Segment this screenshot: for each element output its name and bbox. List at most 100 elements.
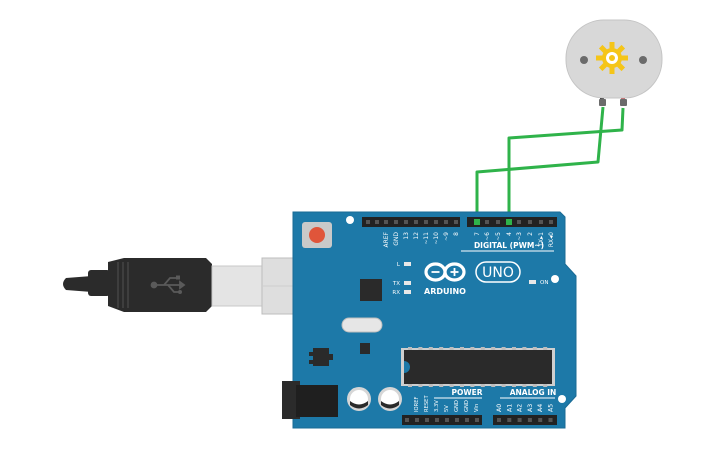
reset-button[interactable] bbox=[309, 227, 325, 243]
digital-pin-label: 2 bbox=[527, 232, 534, 236]
digital-pin-hole[interactable] bbox=[549, 220, 553, 224]
chip-pin bbox=[532, 347, 537, 350]
analog-pin-hole[interactable] bbox=[497, 418, 501, 422]
digital-pin-hole[interactable] bbox=[414, 220, 418, 224]
digital-pin-hole[interactable] bbox=[528, 220, 532, 224]
power-pin-hole[interactable] bbox=[415, 418, 419, 422]
wire-endpoint-pin-7[interactable] bbox=[474, 219, 480, 225]
dc-power-jack[interactable] bbox=[282, 381, 338, 419]
power-pin-hole[interactable] bbox=[445, 418, 449, 422]
chip-pin bbox=[418, 384, 423, 387]
digital-pin-label: 8 bbox=[453, 232, 460, 236]
chip-pin bbox=[491, 347, 496, 350]
analog-pin-label: A3 bbox=[527, 404, 534, 412]
mounting-hole bbox=[551, 275, 559, 283]
chip-pin bbox=[449, 384, 454, 387]
power-pin-label: RESET bbox=[424, 395, 430, 412]
digital-pin-label: ~6 bbox=[484, 232, 491, 241]
board-brand: ARDUINO bbox=[424, 287, 466, 296]
digital-pin-label: 13 bbox=[403, 232, 410, 240]
chip-pin bbox=[491, 384, 496, 387]
digital-pin-label: AREF bbox=[383, 231, 390, 247]
power-pin-label: GND bbox=[454, 400, 460, 412]
power-pin-hole[interactable] bbox=[425, 418, 429, 422]
chip-pin bbox=[428, 384, 433, 387]
chip-pin bbox=[522, 384, 527, 387]
chip-pin bbox=[408, 347, 412, 350]
led-tx bbox=[404, 281, 411, 285]
digital-pin-hole[interactable] bbox=[424, 220, 428, 224]
digital-pin-hole[interactable] bbox=[485, 220, 489, 224]
wire-motor-to-pin-7[interactable] bbox=[475, 106, 605, 222]
capacitor bbox=[347, 387, 371, 411]
chip-pin bbox=[439, 347, 444, 350]
chip-pin bbox=[532, 384, 537, 387]
digital-pin-label: 12 bbox=[413, 232, 420, 240]
power-header bbox=[402, 415, 482, 425]
digital-pin-hole[interactable] bbox=[434, 220, 438, 224]
digital-pin-label: ~11 bbox=[423, 232, 430, 245]
digital-pin-hole[interactable] bbox=[384, 220, 388, 224]
digital-header bbox=[362, 217, 557, 227]
chip-pin bbox=[460, 384, 464, 387]
power-pin-hole[interactable] bbox=[435, 418, 439, 422]
digital-pin-hole[interactable] bbox=[496, 220, 500, 224]
small-component bbox=[360, 343, 370, 354]
voltage-regulator bbox=[309, 348, 333, 366]
chip-pin bbox=[428, 347, 433, 350]
chip-pin bbox=[408, 384, 412, 387]
uno-badge bbox=[475, 261, 521, 283]
dc-motor[interactable] bbox=[565, 19, 663, 106]
led-l-label: L bbox=[397, 262, 401, 268]
digital-pin-hole[interactable] bbox=[454, 220, 458, 224]
power-pin-hole[interactable] bbox=[405, 418, 409, 422]
analog-pin-label: A1 bbox=[506, 404, 513, 412]
digital-pin-hole[interactable] bbox=[366, 220, 370, 224]
led-l bbox=[404, 262, 411, 266]
power-pin-hole[interactable] bbox=[455, 418, 459, 422]
mounting-hole bbox=[346, 216, 354, 224]
led-on bbox=[529, 280, 536, 284]
chip-pin bbox=[470, 384, 475, 387]
analog-pin-hole[interactable] bbox=[517, 418, 522, 422]
digital-pin-hole[interactable] bbox=[539, 220, 543, 224]
chip-pin bbox=[449, 347, 454, 350]
chip-pin bbox=[543, 347, 548, 350]
led-rx bbox=[404, 290, 411, 294]
motor-terminal-red[interactable] bbox=[620, 99, 627, 106]
analog-pin-hole[interactable] bbox=[548, 418, 553, 422]
analog-pin-hole[interactable] bbox=[507, 418, 512, 422]
power-pin-hole[interactable] bbox=[475, 418, 479, 422]
chip-pin bbox=[512, 384, 516, 387]
digital-pin-hole[interactable] bbox=[444, 220, 448, 224]
digital-pin-hole[interactable] bbox=[517, 220, 521, 224]
usb-cable[interactable] bbox=[63, 257, 311, 315]
analog-pin-hole[interactable] bbox=[538, 418, 543, 422]
digital-pin-label: ~9 bbox=[443, 232, 450, 241]
chip-pin bbox=[439, 384, 444, 387]
motor-screw-left bbox=[580, 56, 588, 64]
digital-pin-hole[interactable] bbox=[375, 220, 379, 224]
power-pin-hole[interactable] bbox=[465, 418, 469, 422]
wire-motor-to-pin-4[interactable] bbox=[507, 107, 625, 222]
motor-terminal-black[interactable] bbox=[599, 99, 606, 106]
analog-header-label: ANALOG IN bbox=[510, 388, 557, 397]
analog-header bbox=[493, 415, 557, 425]
chip-pin bbox=[501, 384, 506, 387]
analog-pin-hole[interactable] bbox=[527, 418, 532, 422]
capacitor bbox=[378, 387, 402, 411]
power-header-label: POWER bbox=[451, 388, 482, 397]
power-pin-label: GND bbox=[464, 400, 470, 412]
wire-endpoint-pin-4[interactable] bbox=[506, 219, 512, 225]
usb-cable-ribs bbox=[117, 262, 129, 308]
analog-pin-label: A0 bbox=[496, 404, 503, 412]
led-tx-label: TX bbox=[392, 281, 400, 287]
chip-pin bbox=[501, 347, 506, 350]
led-on-label: ON bbox=[540, 280, 548, 286]
chip-pin bbox=[512, 347, 516, 350]
digital-pin-hole[interactable] bbox=[394, 220, 398, 224]
digital-pin-hole[interactable] bbox=[404, 220, 408, 224]
digital-pin-label: 7 bbox=[474, 232, 481, 236]
